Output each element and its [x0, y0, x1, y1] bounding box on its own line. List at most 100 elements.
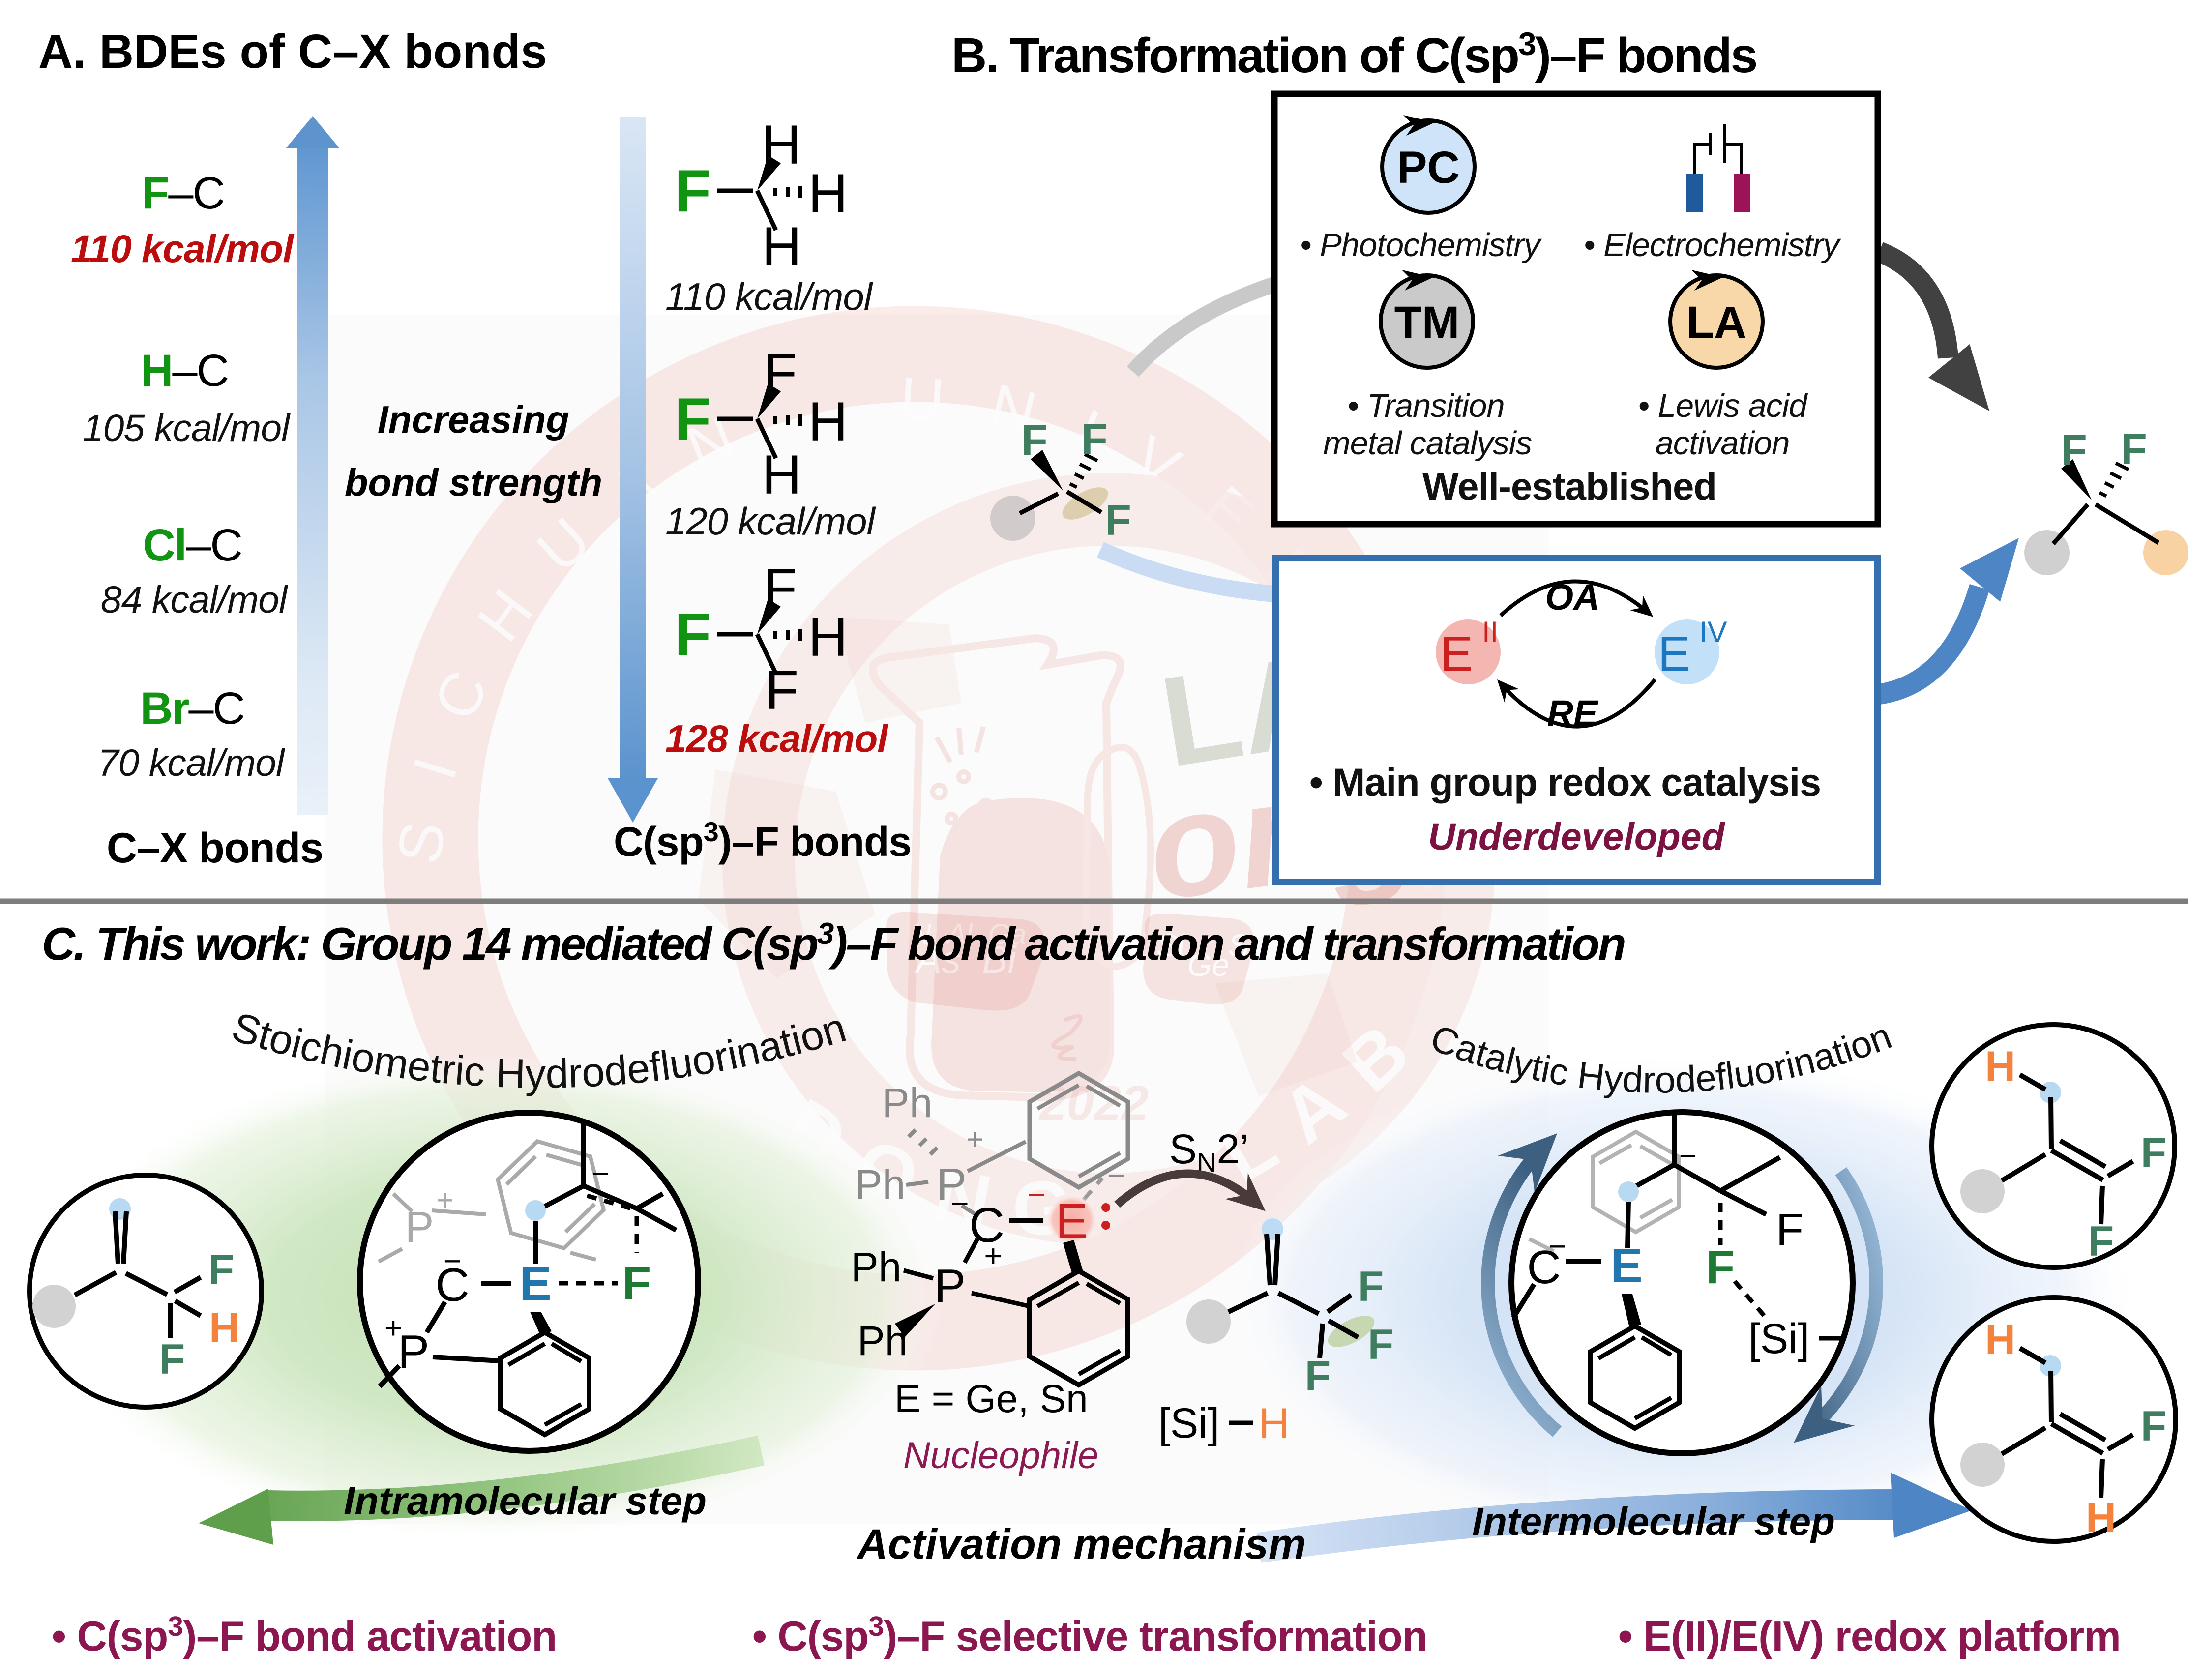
svg-text:F: F [2141, 1129, 2167, 1177]
svg-text:C: C [1527, 1241, 1561, 1294]
svg-text:F: F [1021, 416, 1048, 465]
svg-text:• Transition: • Transition [1347, 387, 1504, 424]
svg-text:−: − [1027, 1177, 1045, 1212]
svg-text:Ph: Ph [851, 1244, 902, 1290]
svg-text:• Photochemistry: • Photochemistry [1300, 227, 1542, 264]
svg-text:E: E [519, 1256, 551, 1310]
svg-text:F: F [1358, 1263, 1384, 1310]
svg-text:+: + [436, 1183, 454, 1217]
svg-text:Intramolecular step: Intramolecular step [344, 1479, 707, 1523]
svg-text:Br–C: Br–C [140, 683, 244, 734]
svg-text:H: H [1259, 1400, 1289, 1447]
svg-text:F: F [675, 601, 711, 668]
svg-text:[Si]: [Si] [1158, 1400, 1219, 1447]
svg-text:Ph: Ph [857, 1318, 908, 1364]
svg-text:P: P [405, 1203, 434, 1251]
svg-text:F: F [764, 558, 797, 619]
svg-text:Intermolecular step: Intermolecular step [1472, 1500, 1835, 1543]
svg-text:C: C [435, 1259, 469, 1311]
svg-text:C(sp3)–F bonds: C(sp3)–F bonds [614, 816, 911, 865]
svg-text:activation: activation [1655, 425, 1789, 462]
svg-text:F: F [1776, 1205, 1804, 1255]
svg-text:E: E [1658, 626, 1691, 681]
svg-text:• E(II)/E(IV) redox platform: • E(II)/E(IV) redox platform [1618, 1613, 2121, 1660]
svg-text:H: H [209, 1304, 239, 1352]
svg-text:Activation mechanism: Activation mechanism [857, 1521, 1306, 1568]
svg-text:F: F [1081, 415, 1108, 464]
svg-text:F–C: F–C [142, 168, 224, 218]
svg-text:−: − [592, 1157, 610, 1191]
svg-text:H–C: H–C [141, 346, 228, 396]
svg-text:PC: PC [1397, 143, 1460, 193]
svg-text:OA: OA [1545, 577, 1600, 618]
svg-text:P: P [936, 1159, 966, 1209]
svg-text:H: H [808, 606, 848, 668]
svg-text:P: P [934, 1260, 966, 1312]
svg-text:+: + [384, 1311, 402, 1345]
svg-text:Si Sn: Si Sn [1156, 928, 1267, 963]
svg-text:As Bi: As Bi [914, 938, 1017, 981]
svg-text:H: H [762, 114, 801, 176]
svg-text:E: E [1056, 1194, 1089, 1249]
svg-text:H: H [808, 163, 848, 224]
svg-text:• Electrochemistry: • Electrochemistry [1584, 227, 1841, 264]
svg-text:−: − [950, 1186, 969, 1221]
svg-text:IV: IV [1699, 616, 1727, 648]
svg-text:F: F [2121, 425, 2147, 473]
svg-text:P: P [398, 1326, 429, 1378]
svg-text:H: H [2086, 1494, 2116, 1541]
svg-text:F: F [2061, 426, 2087, 474]
svg-text:C–X bonds: C–X bonds [107, 825, 323, 872]
svg-text:TM: TM [1394, 297, 1460, 348]
svg-text:F: F [208, 1246, 235, 1294]
svg-text:Nucleophile: Nucleophile [903, 1435, 1098, 1476]
svg-text:Ge: Ge [1187, 947, 1229, 983]
svg-text:Ph: Ph [855, 1161, 906, 1208]
svg-text:110 kcal/mol: 110 kcal/mol [665, 275, 874, 318]
svg-text:F: F [1105, 496, 1131, 544]
svg-text:Well-established: Well-established [1422, 465, 1716, 508]
svg-text:B. Transformation of C(sp3)–F: B. Transformation of C(sp3)–F bonds [951, 26, 1756, 83]
svg-text:110 kcal/mol: 110 kcal/mol [71, 227, 295, 270]
svg-text:F: F [1706, 1241, 1735, 1294]
svg-text:RE: RE [1547, 693, 1599, 734]
svg-text:A. BDEs of C–X bonds: A. BDEs of C–X bonds [38, 25, 547, 78]
svg-text:• C(sp3)–F bond activation: • C(sp3)–F bond activation [52, 1611, 557, 1660]
svg-text:F: F [765, 659, 798, 721]
svg-text:E: E [1440, 626, 1473, 681]
svg-text:+: + [984, 1238, 1002, 1273]
svg-text:• Main group redox catalysis: • Main group redox catalysis [1309, 760, 1821, 804]
svg-text:F: F [675, 385, 711, 452]
svg-text:LA: LA [1686, 297, 1747, 348]
svg-text:E: E [1610, 1238, 1642, 1293]
svg-text:H: H [1985, 1043, 2015, 1090]
svg-text:II: II [1482, 616, 1498, 648]
svg-text:−: − [1679, 1139, 1697, 1173]
svg-text:Increasing: Increasing [378, 398, 569, 441]
svg-text:F: F [764, 342, 797, 404]
svg-text:H: H [1985, 1316, 2015, 1363]
svg-text:H: H [762, 216, 802, 277]
svg-text:F: F [1368, 1321, 1394, 1368]
svg-text:F: F [2141, 1403, 2167, 1450]
svg-text:120 kcal/mol: 120 kcal/mol [665, 500, 877, 543]
svg-text:84 kcal/mol: 84 kcal/mol [101, 579, 288, 621]
svg-text:−: − [1107, 1159, 1125, 1193]
svg-text:Cl–C: Cl–C [143, 520, 242, 570]
svg-text:105 kcal/mol: 105 kcal/mol [83, 407, 291, 449]
svg-text:Ph: Ph [882, 1080, 933, 1126]
svg-text:−: − [444, 1244, 461, 1278]
svg-text:• C(sp3)–F selective transform: • C(sp3)–F selective transformation [752, 1611, 1427, 1660]
svg-text:[Si]: [Si] [1748, 1315, 1809, 1362]
svg-text:70 kcal/mol: 70 kcal/mol [98, 742, 285, 784]
svg-text:H: H [808, 391, 848, 452]
svg-text:128 kcal/mol: 128 kcal/mol [665, 717, 888, 760]
svg-text:bond strength: bond strength [345, 461, 602, 504]
svg-text:metal catalysis: metal catalysis [1323, 425, 1532, 462]
svg-text:C. This work: Group 14 mediate: C. This work: Group 14 mediated C(sp3)–F… [42, 917, 1625, 970]
svg-text:E = Ge, Sn: E = Ge, Sn [894, 1377, 1088, 1420]
svg-text:F: F [159, 1336, 185, 1383]
svg-text:• Lewis acid: • Lewis acid [1638, 387, 1809, 424]
svg-text:F: F [1305, 1353, 1331, 1400]
svg-text:F: F [2088, 1218, 2114, 1265]
